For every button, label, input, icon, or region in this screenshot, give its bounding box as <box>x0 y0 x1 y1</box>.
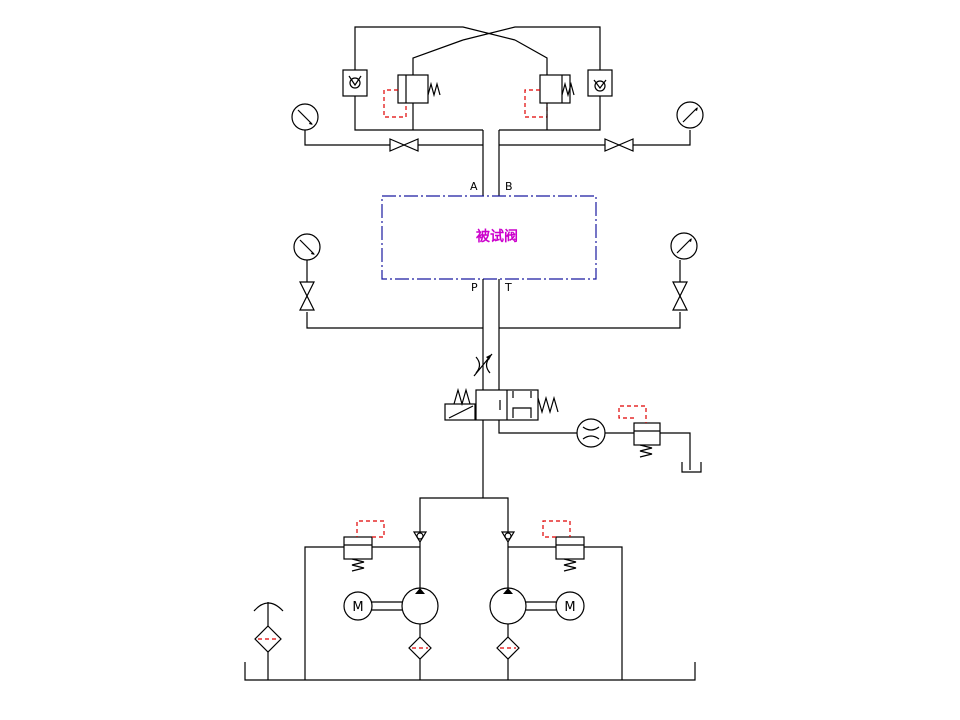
gate-valve-lower-right <box>672 260 688 311</box>
port-label-b: B <box>505 180 513 193</box>
pressure-gauge-lower-right <box>670 232 698 260</box>
check-valve-pump-left <box>412 531 428 544</box>
air-breather <box>253 602 284 626</box>
hydraulic-pump-left <box>401 587 439 625</box>
pressure-gauge-lower-left <box>293 233 321 261</box>
gate-valve-lower-left <box>299 260 315 311</box>
electric-motor-right: M <box>555 591 585 621</box>
port-label-t: T <box>504 281 512 294</box>
breather-filter <box>254 625 282 653</box>
reservoir-tank <box>244 662 696 681</box>
top-cross-loop <box>354 26 601 75</box>
suction-filter-right <box>496 636 520 660</box>
test-valve-label: 被试阀 <box>476 228 518 245</box>
check-valve-top-left <box>342 69 368 97</box>
port-label-p: P <box>471 281 478 294</box>
pressure-gauge-upper-right <box>676 101 704 129</box>
hydraulic-pump-right <box>489 587 527 625</box>
check-valve-top-right <box>587 69 613 97</box>
pressure-gauge-upper-left <box>291 103 319 131</box>
motor-label-right: M <box>564 600 575 615</box>
relief-valve-top-left <box>383 74 441 118</box>
solenoid-directional-valve <box>444 387 559 421</box>
relief-valve-return <box>618 405 661 458</box>
motor-label-left: M <box>352 600 363 615</box>
port-label-a: A <box>470 180 478 193</box>
tank-right <box>681 462 702 473</box>
electric-motor-left: M <box>343 591 373 621</box>
suction-filter-left <box>408 636 432 660</box>
relief-valve-pump-left <box>343 520 385 572</box>
gate-valve-upper-left <box>389 138 419 152</box>
check-valve-pump-right <box>500 531 516 544</box>
gate-valve-upper-right <box>604 138 634 152</box>
relief-valve-pump-right <box>542 520 585 572</box>
relief-valve-top-right <box>524 74 575 118</box>
test-valve-box <box>381 195 597 280</box>
throttle-valve <box>473 353 493 377</box>
flow-meter <box>576 418 606 448</box>
